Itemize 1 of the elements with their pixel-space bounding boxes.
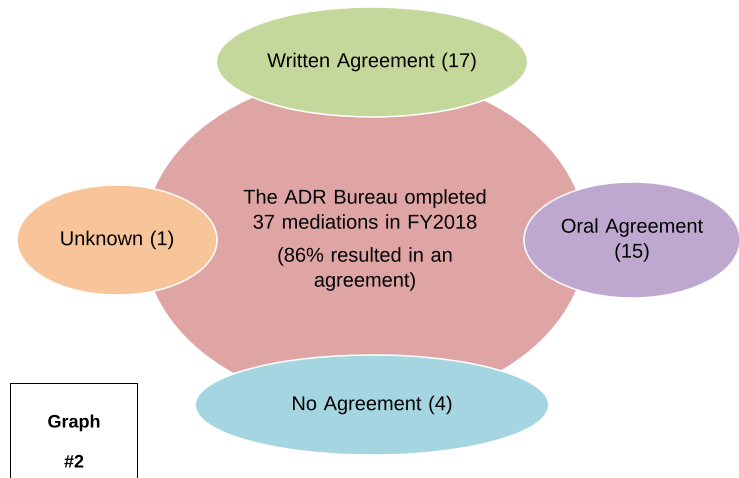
label-box: Graph #2 [10,383,138,478]
